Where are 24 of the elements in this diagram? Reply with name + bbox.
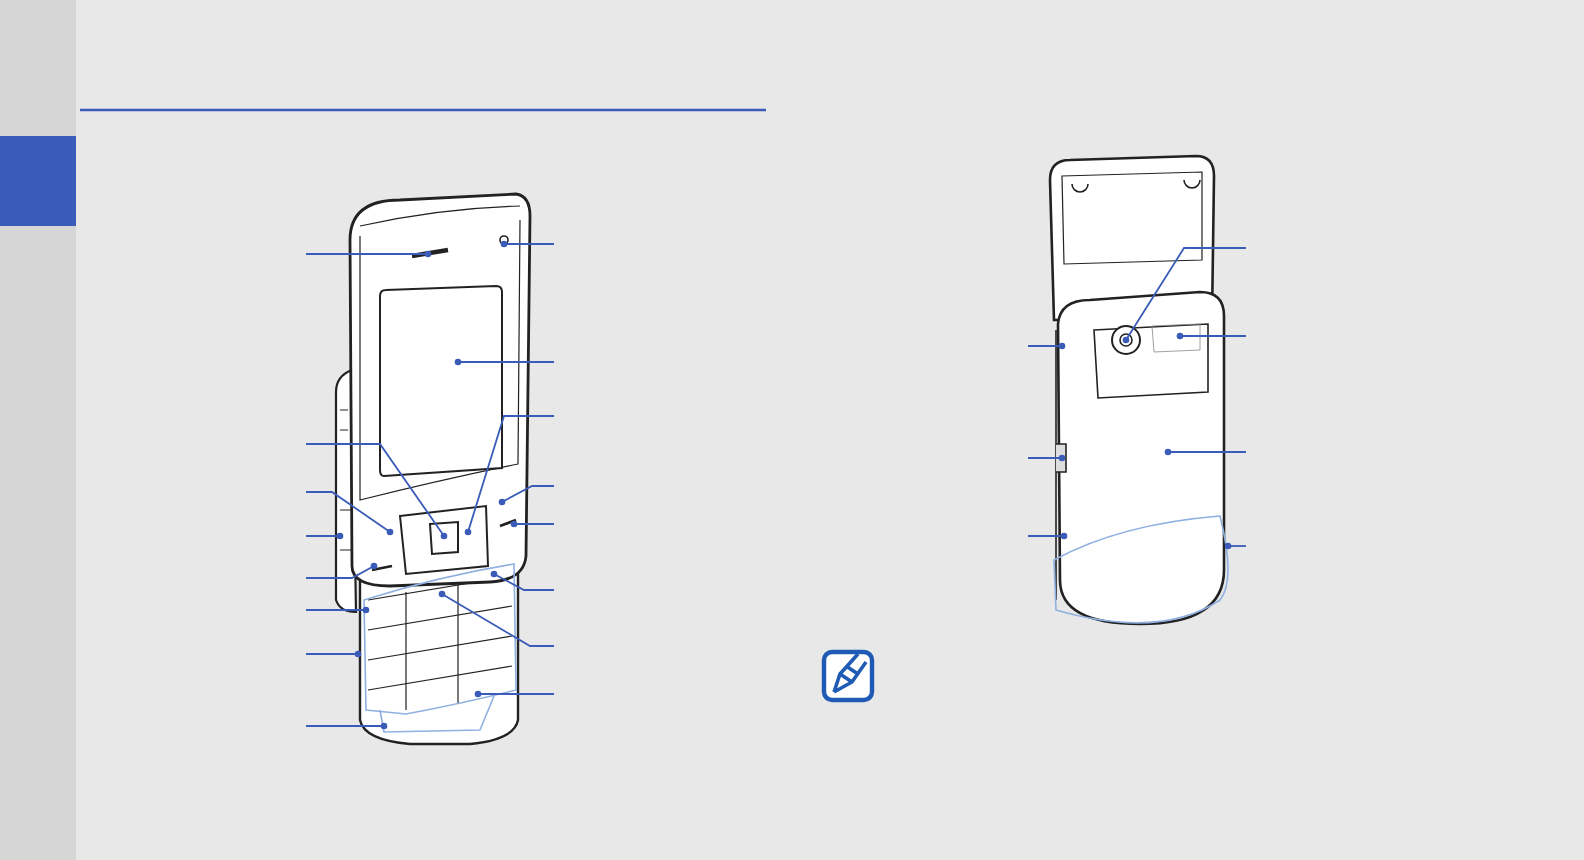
leader-line bbox=[305, 650, 362, 658]
phone-drawing bbox=[330, 190, 534, 746]
leader-line bbox=[305, 443, 448, 540]
leader-line bbox=[438, 590, 555, 647]
leader-line bbox=[305, 722, 388, 730]
leader-line bbox=[305, 606, 370, 614]
leader-line bbox=[1027, 454, 1066, 462]
leader-line bbox=[1224, 542, 1247, 550]
leader-line bbox=[305, 532, 344, 540]
leader-line bbox=[305, 491, 394, 536]
leader-line bbox=[490, 570, 555, 591]
leader-line bbox=[510, 520, 555, 528]
leader-line bbox=[1027, 342, 1066, 350]
leader-line bbox=[454, 358, 555, 366]
leader-line bbox=[500, 240, 555, 248]
leader-line bbox=[1164, 448, 1247, 456]
leader-line bbox=[305, 250, 432, 258]
leader-line bbox=[464, 415, 555, 536]
leader-line bbox=[305, 562, 378, 579]
leader-line bbox=[474, 690, 555, 698]
leader-line bbox=[1027, 532, 1068, 540]
leader-line bbox=[498, 485, 555, 506]
leader-line bbox=[1122, 247, 1247, 344]
leader-line bbox=[1176, 332, 1247, 340]
